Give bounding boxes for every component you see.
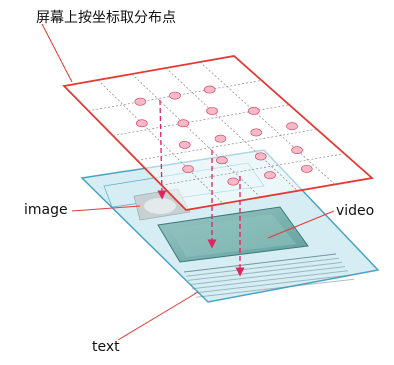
- grid-line: [131, 73, 261, 198]
- text-line: [185, 257, 340, 277]
- text-line: [193, 274, 352, 294]
- grid-line: [165, 67, 298, 192]
- text-block: [183, 253, 355, 298]
- grid-point: [178, 140, 191, 149]
- grid-points: [134, 85, 313, 186]
- text-label: text: [92, 339, 120, 355]
- image-blur-highlight: [144, 198, 176, 214]
- text-leader-line: [117, 291, 199, 341]
- video-label: video: [336, 203, 375, 219]
- grid-point: [216, 156, 228, 165]
- grid-line: [88, 80, 262, 112]
- grid-point: [254, 152, 267, 161]
- grid-line: [161, 153, 345, 186]
- grid-line: [112, 104, 290, 136]
- grid-layer: [62, 55, 375, 211]
- text-line: [189, 266, 346, 286]
- grid-point: [291, 146, 303, 155]
- grid-point: [286, 122, 298, 131]
- text-line: [187, 261, 343, 281]
- grid-lines: [88, 61, 345, 204]
- grid-point: [206, 107, 218, 115]
- image-leader-line: [71, 205, 141, 212]
- text-line: [195, 278, 355, 298]
- title-leader-line: [41, 23, 73, 83]
- image-label: image: [24, 202, 68, 218]
- text-line: [183, 253, 337, 273]
- grid-point: [300, 164, 313, 173]
- grid-point: [169, 91, 181, 100]
- grid-point: [227, 177, 240, 186]
- text-line: [191, 270, 349, 290]
- grid-point: [250, 128, 263, 137]
- video-inner: [170, 214, 296, 257]
- video-leader-line: [267, 210, 335, 239]
- grid-point: [203, 85, 216, 94]
- grid-point: [214, 134, 227, 143]
- title-label: 屏幕上按坐标取分布点: [36, 10, 176, 26]
- grid-point: [134, 97, 147, 106]
- projection-arrows: [157, 99, 245, 277]
- grid-point: [182, 165, 194, 173]
- grid-line: [97, 79, 224, 204]
- grid-point: [248, 107, 260, 115]
- grid-point: [177, 119, 190, 128]
- grid-point: [136, 119, 148, 128]
- grid-point: [264, 171, 276, 180]
